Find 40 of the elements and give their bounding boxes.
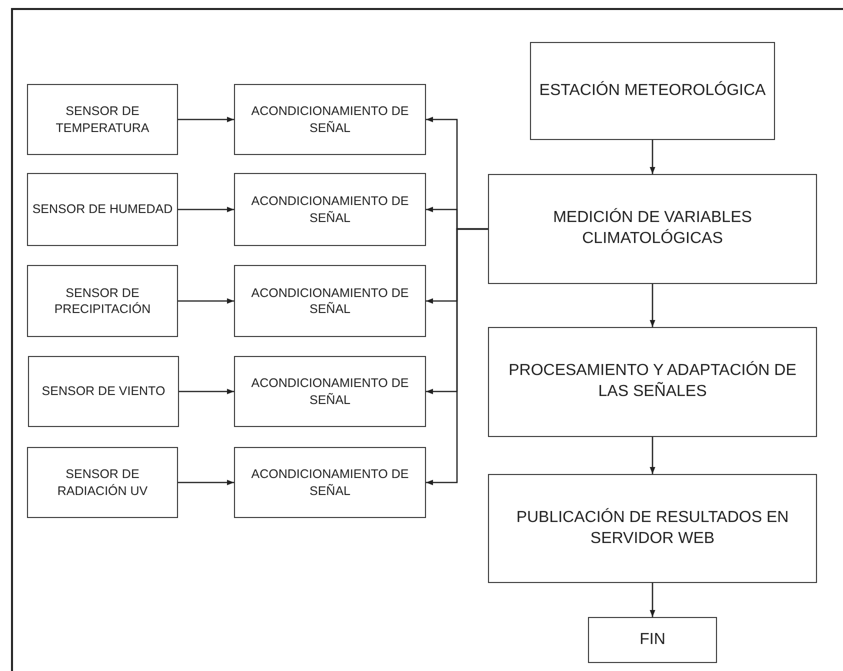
process-box — [27, 447, 178, 518]
process-box — [488, 327, 817, 437]
arrow — [178, 480, 234, 486]
arrow — [178, 116, 234, 122]
process-box — [234, 356, 426, 427]
box-label: PROCESAMIENTO Y ADAPTACIÓN DE LAS SEÑALES — [508, 361, 798, 402]
process-box — [588, 617, 717, 663]
box-label: PUBLICACIÓN DE RESULTADOS EN SERVIDOR WEB — [515, 508, 790, 548]
box-label: ACONDICIONAMIENTO DE SEÑAL — [250, 103, 410, 136]
arrow — [426, 228, 488, 486]
box-label: ACONDICIONAMIENTO DE SEÑAL — [250, 375, 410, 408]
arrow — [650, 437, 656, 474]
arrow — [650, 583, 656, 617]
process-box — [530, 42, 775, 140]
arrow — [178, 298, 234, 304]
box-label: SENSOR DE PRECIPITACIÓN — [53, 284, 152, 318]
box-label: ACONDICIONAMIENTO DE SEÑAL — [250, 193, 410, 226]
box-label: SENSOR DE TEMPERATURA — [54, 103, 150, 136]
process-box — [234, 265, 426, 337]
box-label: ESTACIÓN METEOROLÓGICA — [539, 80, 766, 101]
box-label: SENSOR DE VIENTO — [42, 383, 166, 400]
box-label: ACONDICIONAMIENTO DE SEÑAL — [250, 284, 410, 318]
arrow — [179, 388, 234, 394]
process-box — [27, 173, 178, 246]
box-label: MEDICIÓN DE VARIABLES CLIMATOLÓGICAS — [552, 208, 753, 249]
process-box — [27, 265, 178, 337]
process-box — [27, 84, 178, 155]
process-box — [234, 173, 426, 246]
process-box — [234, 447, 426, 518]
arrow — [650, 284, 656, 327]
arrow — [650, 140, 656, 174]
process-box — [488, 174, 817, 284]
box-label: SENSOR DE HUMEDAD — [32, 201, 173, 218]
box-label: ACONDICIONAMIENTO DE SEÑAL — [250, 466, 410, 499]
process-box — [488, 474, 817, 583]
process-box — [234, 84, 426, 155]
arrow — [178, 206, 234, 212]
box-label: FIN — [640, 630, 666, 650]
process-box — [28, 356, 179, 427]
box-label: SENSOR DE RADIACIÓN UV — [56, 466, 149, 499]
